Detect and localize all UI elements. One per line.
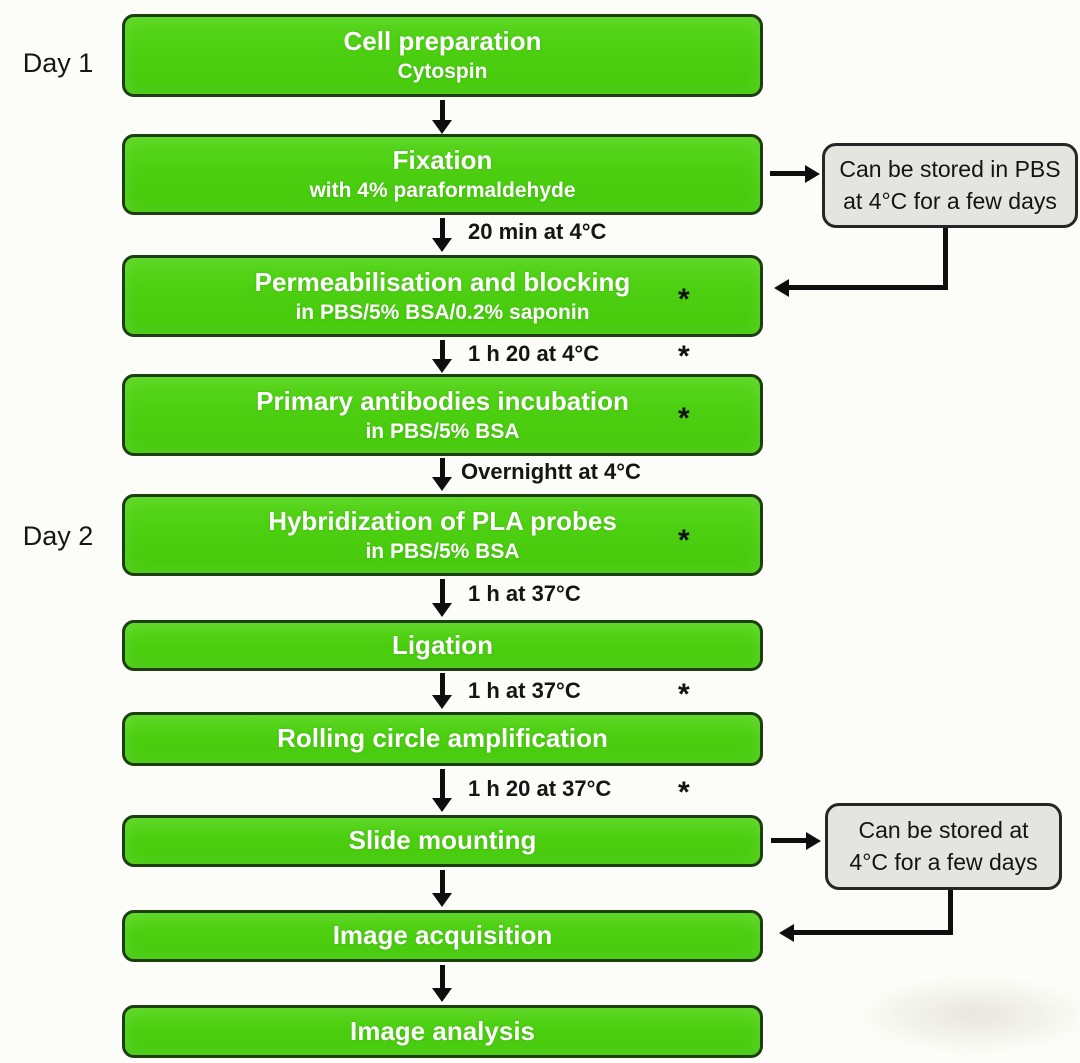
asterisk-marker: * bbox=[678, 776, 690, 809]
note-line: Can be stored at bbox=[858, 817, 1029, 844]
asterisk-marker: * bbox=[678, 524, 690, 557]
step-box-primary-antibodies: Primary antibodies incubation in PBS/5% … bbox=[122, 374, 763, 456]
down-arrow-3 bbox=[432, 340, 452, 373]
step-box-fixation: Fixation with 4% paraformaldehyde bbox=[122, 134, 763, 215]
asterisk-marker: * bbox=[678, 678, 690, 711]
step-box-image-analysis: Image analysis bbox=[122, 1005, 763, 1058]
step-box-slide-mounting: Slide mounting bbox=[122, 815, 763, 867]
step-title: Slide mounting bbox=[348, 825, 537, 856]
asterisk-marker: * bbox=[678, 402, 690, 435]
down-arrow-9 bbox=[432, 965, 452, 1002]
down-arrow-2 bbox=[432, 218, 452, 252]
elbow-arrow-1-head bbox=[774, 279, 789, 297]
note-line: at 4°C for a few days bbox=[843, 187, 1057, 214]
day-label-2: Day 2 bbox=[22, 521, 94, 551]
step-title: Permeabilisation and blocking bbox=[254, 266, 631, 297]
down-arrow-1 bbox=[432, 100, 452, 134]
asterisk-marker: * bbox=[678, 340, 690, 373]
timing-label-fixation: 20 min at 4°C bbox=[468, 219, 607, 244]
step-subtitle: in PBS/5% BSA/0.2% saponin bbox=[295, 300, 590, 324]
elbow-arrow-2-vertical bbox=[948, 890, 953, 935]
step-box-hybridization: Hybridization of PLA probes in PBS/5% BS… bbox=[122, 494, 763, 576]
step-title: Hybridization of PLA probes bbox=[268, 505, 617, 536]
note-box-storage-4c: Can be stored at 4°C for a few days bbox=[825, 803, 1062, 890]
down-arrow-8 bbox=[432, 870, 452, 907]
note-line: 4°C for a few days bbox=[849, 848, 1038, 875]
note-line: Can be stored in PBS bbox=[839, 156, 1061, 183]
note-box-storage-pbs: Can be stored in PBS at 4°C for a few da… bbox=[822, 143, 1078, 228]
step-title: Primary antibodies incubation bbox=[256, 385, 629, 416]
step-title: Image analysis bbox=[350, 1015, 535, 1046]
timing-label-rca: 1 h 20 at 37°C bbox=[468, 776, 612, 801]
step-title: Ligation bbox=[391, 629, 494, 660]
elbow-arrow-1-horizontal bbox=[789, 285, 948, 290]
asterisk-marker: * bbox=[678, 283, 690, 316]
timing-label-permeabilisation: 1 h 20 at 4°C bbox=[468, 341, 600, 366]
step-title: Fixation bbox=[392, 145, 493, 176]
step-subtitle: Cytospin bbox=[397, 60, 488, 84]
step-box-ligation: Ligation bbox=[122, 620, 763, 671]
down-arrow-7 bbox=[432, 769, 452, 812]
elbow-arrow-2-head bbox=[779, 924, 794, 942]
step-box-cell-preparation: Cell preparation Cytospin bbox=[122, 14, 763, 97]
timing-label-hybridization: 1 h at 37°C bbox=[468, 581, 581, 606]
down-arrow-5 bbox=[432, 579, 452, 617]
timing-label-primary: Overnightt at 4°C bbox=[461, 459, 641, 484]
day-label-1: Day 1 bbox=[22, 48, 94, 78]
step-box-rolling-circle: Rolling circle amplification bbox=[122, 712, 763, 766]
step-title: Rolling circle amplification bbox=[277, 723, 608, 754]
down-arrow-6 bbox=[432, 673, 452, 709]
step-box-permeabilisation: Permeabilisation and blocking in PBS/5% … bbox=[122, 255, 763, 337]
step-box-image-acquisition: Image acquisition bbox=[122, 910, 763, 962]
elbow-arrow-2-horizontal bbox=[794, 930, 953, 935]
arrow-to-note-1 bbox=[770, 171, 806, 176]
arrow-to-note-1-head bbox=[805, 165, 820, 183]
arrow-to-note-2-head bbox=[806, 832, 821, 850]
elbow-arrow-1-vertical bbox=[943, 228, 948, 290]
timing-label-ligation: 1 h at 37°C bbox=[468, 678, 581, 703]
background-artifact bbox=[860, 980, 1080, 1050]
step-subtitle: in PBS/5% BSA bbox=[365, 419, 520, 443]
step-subtitle: in PBS/5% BSA bbox=[365, 539, 520, 563]
down-arrow-4 bbox=[432, 458, 452, 491]
step-subtitle: with 4% paraformaldehyde bbox=[309, 179, 576, 203]
step-title: Cell preparation bbox=[343, 26, 542, 57]
arrow-to-note-2 bbox=[771, 838, 807, 843]
step-title: Image acquisition bbox=[332, 920, 553, 951]
